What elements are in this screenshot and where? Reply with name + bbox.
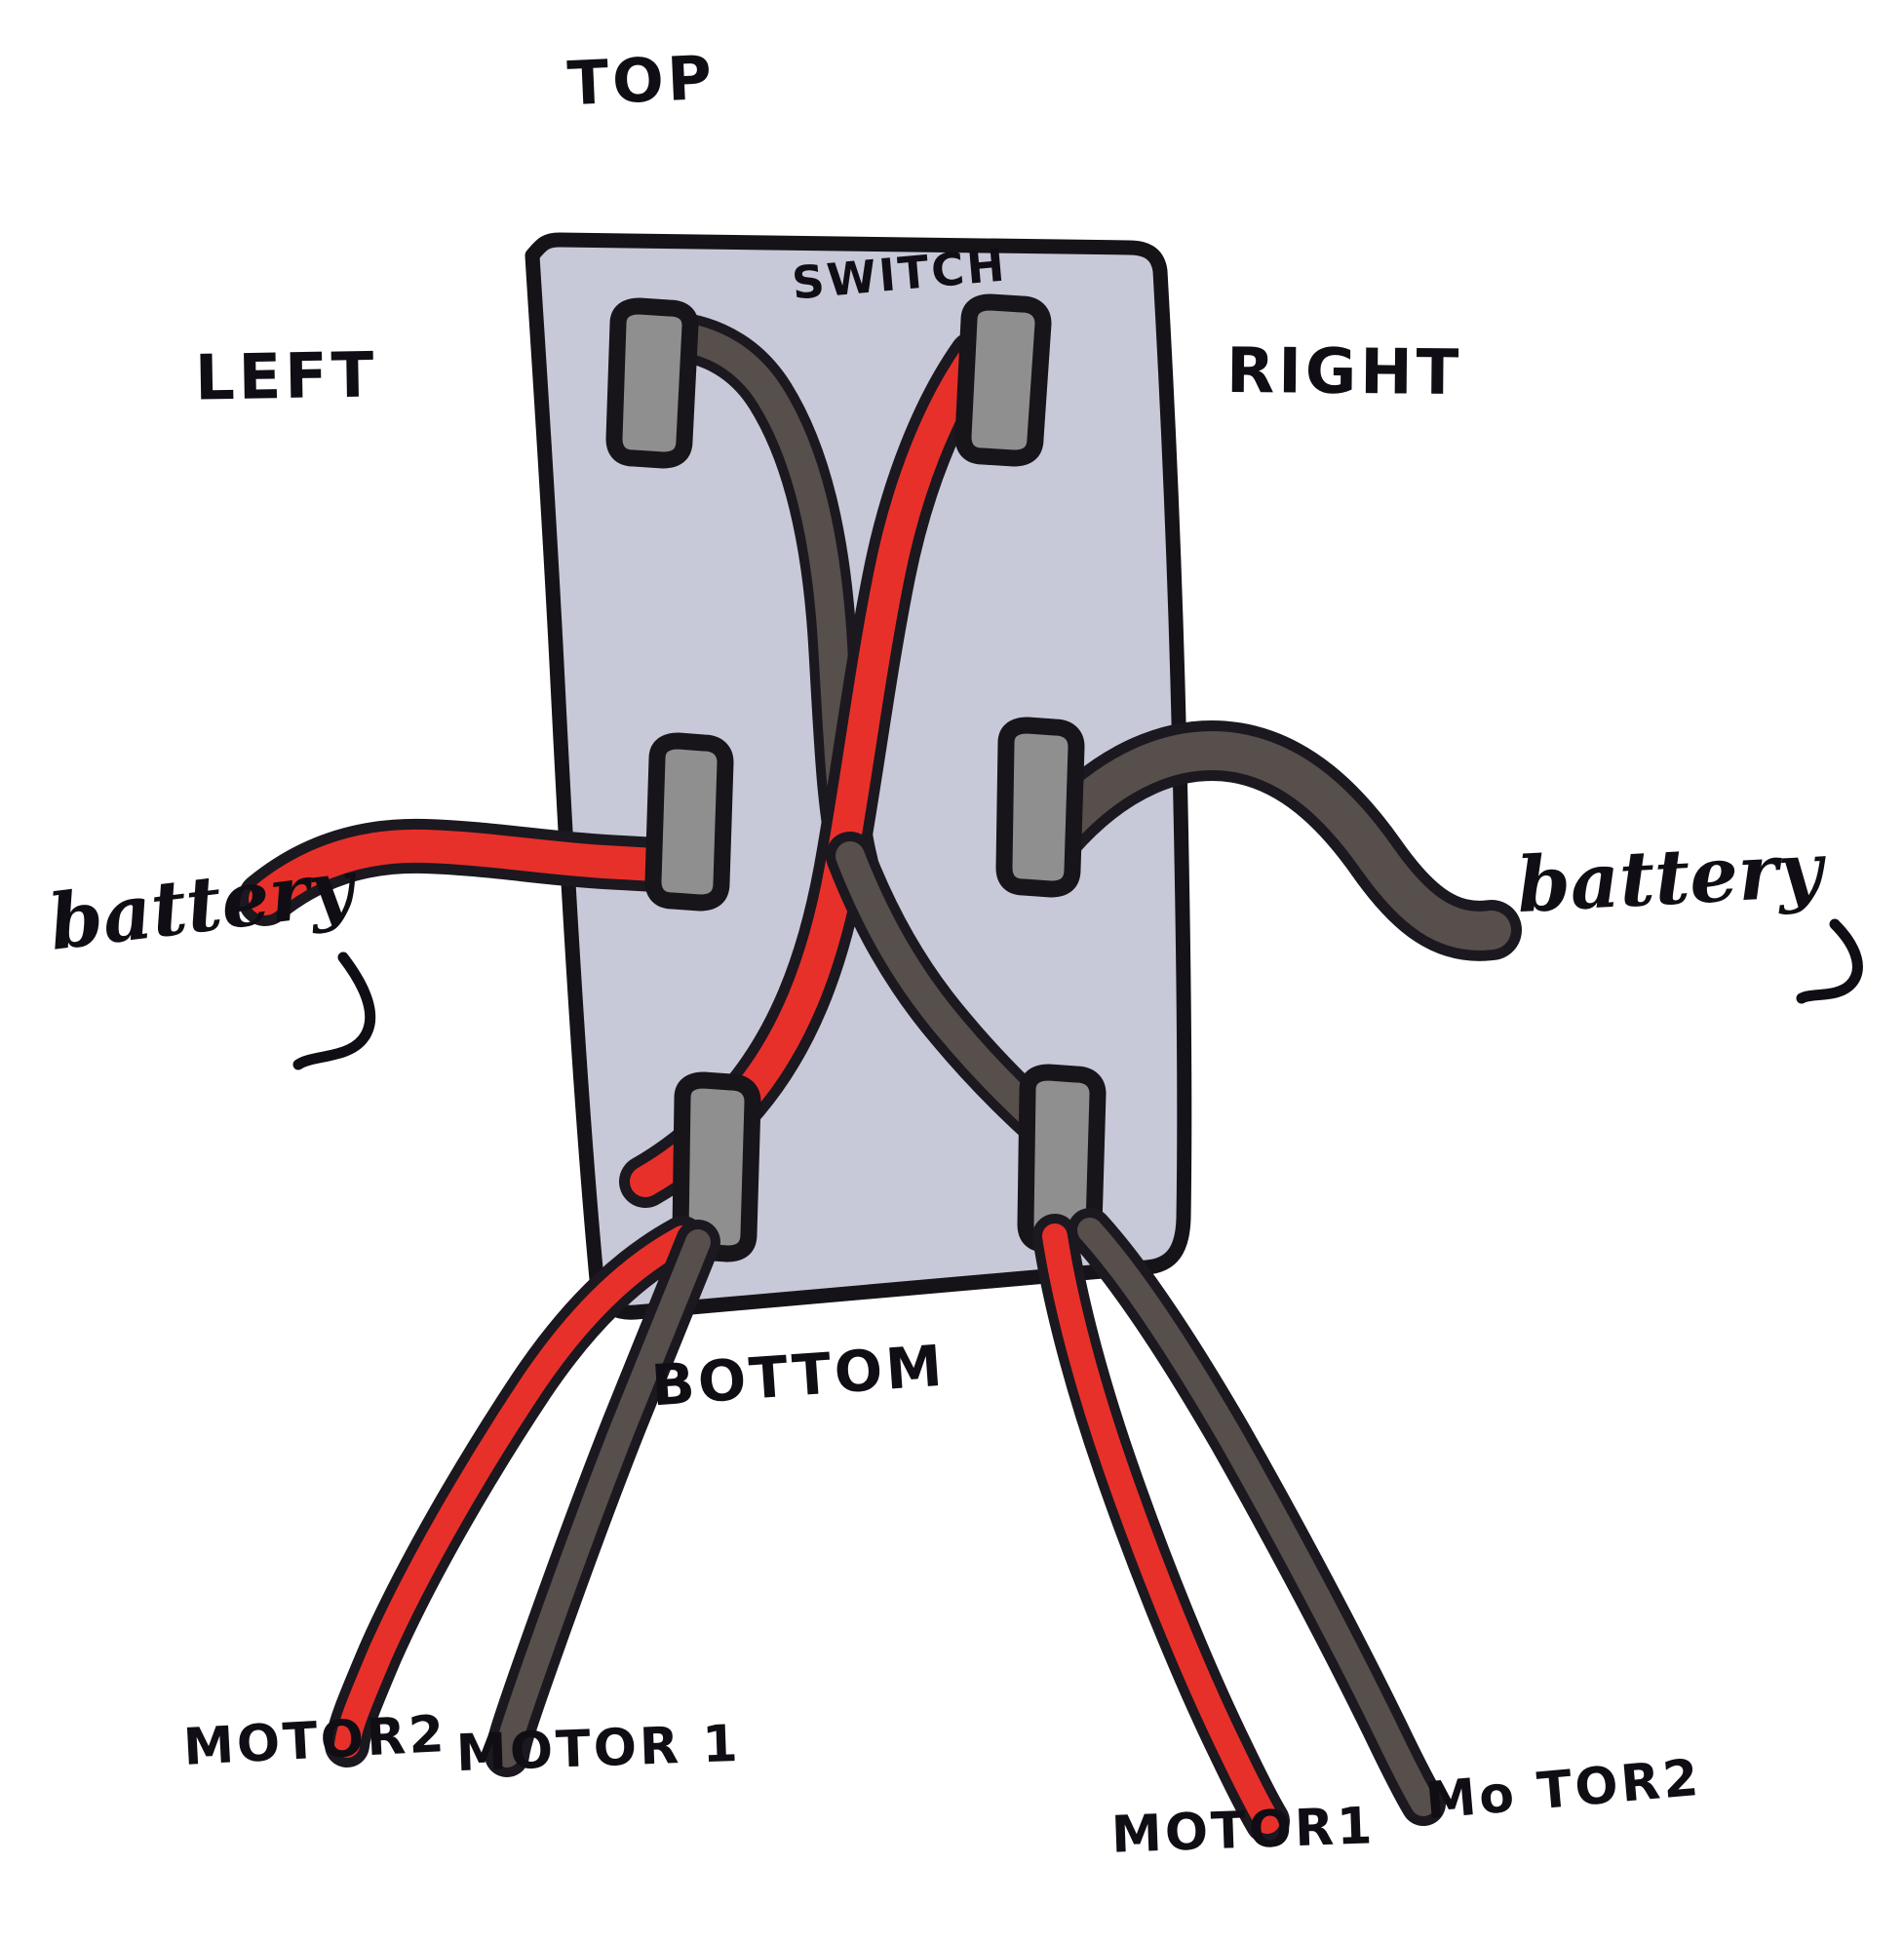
label-left: LEFT bbox=[194, 339, 378, 415]
terminal-mid-right[interactable] bbox=[995, 717, 1085, 898]
wire-motor2-left-red bbox=[325, 1216, 705, 1767]
wire-battery-right-black bbox=[1025, 720, 1522, 961]
label-right: RIGHT bbox=[1225, 334, 1463, 410]
wire-motor1-right-red bbox=[1032, 1214, 1290, 1844]
terminal-top-left[interactable] bbox=[605, 297, 699, 469]
label-top: TOP bbox=[565, 41, 718, 120]
battery-left-leader-tail bbox=[292, 952, 376, 1070]
wire-motor1-left-black bbox=[485, 1220, 720, 1777]
wire-motor2-right-black bbox=[1068, 1208, 1446, 1826]
label-motor1-left: MOTOR 1 bbox=[455, 1714, 742, 1784]
terminal-top-right[interactable] bbox=[954, 293, 1052, 467]
terminal-mid-left[interactable] bbox=[644, 732, 734, 912]
wire-battery-left-red bbox=[238, 818, 700, 926]
label-motor1-right: MOTOR1 bbox=[1110, 1797, 1377, 1865]
battery-right-leader-tail bbox=[1796, 918, 1863, 1004]
terminals-group bbox=[605, 293, 1107, 1262]
label-motor2-left: MOTOR2 bbox=[181, 1704, 448, 1778]
label-battery-right: battery bbox=[1514, 825, 1825, 931]
